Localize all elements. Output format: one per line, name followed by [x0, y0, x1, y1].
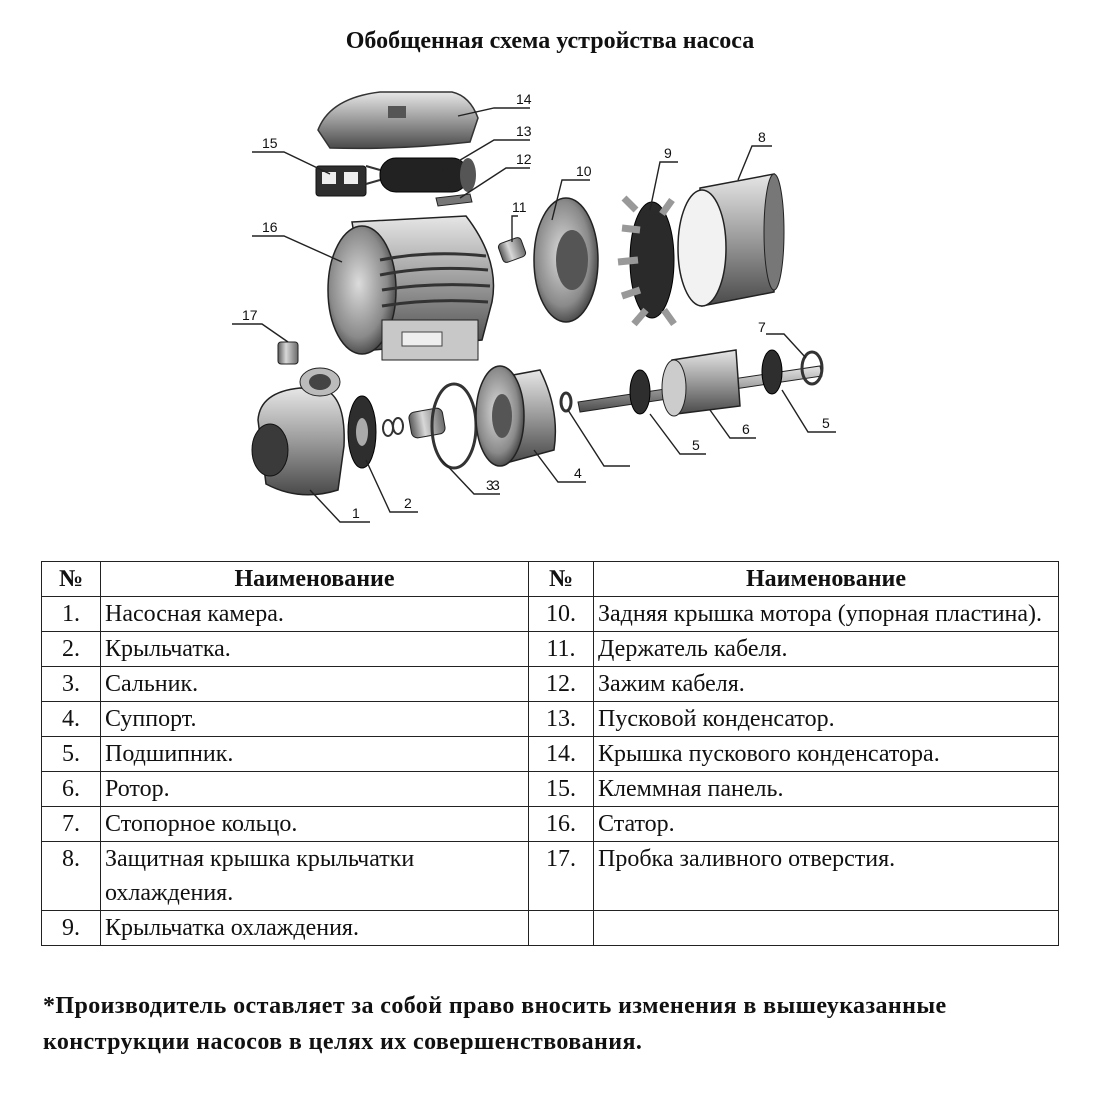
part-number-cell: 10.	[528, 596, 594, 632]
part-number-cell: 12.	[528, 666, 594, 702]
callout-number: 6	[742, 421, 750, 437]
parts-table: № Наименование № Наименование 1.Насосная…	[41, 561, 1059, 946]
table-row: 6.Ротор.15.Клеммная панель.	[41, 771, 1059, 807]
part-name-cell: Крышка пускового конденсатора.	[593, 736, 1059, 772]
part-name-cell: Стопорное кольцо.	[100, 806, 529, 842]
table-header-row: № Наименование № Наименование	[41, 561, 1059, 597]
callout-number: 5	[822, 415, 830, 431]
cable-clamp-part	[435, 193, 473, 207]
table-row: 7.Стопорное кольцо.16.Статор.	[41, 806, 1059, 842]
part-name-cell: Крыльчатка охлаждения.	[100, 910, 529, 946]
table-row: 3.Сальник.12.Зажим кабеля.	[41, 666, 1059, 702]
part-number-cell: 8.	[41, 841, 101, 911]
fan-cover-part	[677, 173, 785, 307]
part-number-cell: 13.	[528, 701, 594, 737]
part-number-cell: 16.	[528, 806, 594, 842]
part-number-cell: 14.	[528, 736, 594, 772]
table-row: 2.Крыльчатка.11.Держатель кабеля.	[41, 631, 1059, 667]
part-name-cell: Подшипник.	[100, 736, 529, 772]
cable-holder-part	[497, 237, 527, 263]
callout-number: 3	[492, 477, 500, 493]
part-name-cell: Защитная крышка крыльчатки охлаждения.	[100, 841, 529, 911]
callout-number: 4	[574, 465, 582, 481]
column-header-name: Наименование	[100, 561, 529, 597]
callout-number: 3	[486, 477, 494, 493]
part-number-cell: 15.	[528, 771, 594, 807]
part-name-cell: Ротор.	[100, 771, 529, 807]
part-number-cell: 7.	[41, 806, 101, 842]
part-name-cell: Крыльчатка.	[100, 631, 529, 667]
part-name-cell: Насосная камера.	[100, 596, 529, 632]
table-row: 9.Крыльчатка охлаждения.	[41, 910, 1059, 946]
part-number-cell: 2.	[41, 631, 101, 667]
column-header-number: №	[41, 561, 101, 597]
part-name-cell: Пробка заливного отверстия.	[593, 841, 1059, 911]
callout-number: 5	[692, 437, 700, 453]
stator-part	[327, 215, 495, 361]
part-name-cell: Держатель кабеля.	[593, 631, 1059, 667]
cooling-fan-part	[617, 195, 677, 327]
impeller-part	[347, 395, 377, 469]
seal-part-2	[559, 391, 573, 413]
rotor-shaft-part	[577, 349, 824, 417]
part-name-cell	[593, 910, 1059, 946]
support-part	[475, 365, 557, 467]
part-number-cell: 5.	[41, 736, 101, 772]
pump-chamber-part	[251, 367, 345, 496]
callout-number: 14	[516, 91, 532, 107]
part-name-cell: Статор.	[593, 806, 1059, 842]
part-number-cell: 17.	[528, 841, 594, 911]
callout-number: 8	[758, 129, 766, 145]
callout-number: 7	[758, 319, 766, 335]
callout-number: 9	[664, 145, 672, 161]
part-name-cell: Клеммная панель.	[593, 771, 1059, 807]
part-number-cell: 9.	[41, 910, 101, 946]
column-header-number: №	[528, 561, 594, 597]
table-row: 5.Подшипник.14.Крышка пускового конденса…	[41, 736, 1059, 772]
part-name-cell: Сальник.	[100, 666, 529, 702]
part-name-cell: Задняя крышка мотора (упорная пластина).	[593, 596, 1059, 632]
page-title: Обобщенная схема устройства насоса	[345, 28, 755, 54]
part-number-cell: 1.	[41, 596, 101, 632]
callout-number: 2	[404, 495, 412, 511]
callout-number: 1	[352, 505, 360, 521]
callout-number: 10	[576, 163, 592, 179]
table-row: 8.Защитная крышка крыльчатки охлаждения.…	[41, 841, 1059, 911]
callout-number: 11	[512, 199, 527, 215]
callout-number: 17	[242, 307, 258, 323]
manufacturer-disclaimer: *Производитель оставляет за собой право …	[43, 993, 947, 1055]
seal-part	[382, 407, 446, 439]
part-name-cell: Пусковой конденсатор.	[593, 701, 1059, 737]
part-name-cell: Зажим кабеля.	[593, 666, 1059, 702]
part-number-cell	[528, 910, 594, 946]
part-number-cell: 6.	[41, 771, 101, 807]
table-row: 4.Суппорт.13.Пусковой конденсатор.	[41, 701, 1059, 737]
part-number-cell: 3.	[41, 666, 101, 702]
part-name-cell: Суппорт.	[100, 701, 529, 737]
part-number-cell: 11.	[528, 631, 594, 667]
capacitor-part	[365, 157, 476, 193]
motor-back-cover-part	[533, 197, 599, 323]
callout-number: 16	[262, 219, 278, 235]
table-row: 1.Насосная камера.10.Задняя крышка мотор…	[41, 596, 1059, 632]
column-header-name: Наименование	[593, 561, 1059, 597]
callout-number: 13	[516, 123, 532, 139]
part-number-cell: 4.	[41, 701, 101, 737]
callout-number: 12	[516, 151, 532, 167]
filler-plug-part	[277, 341, 299, 365]
callout-number: 15	[262, 135, 278, 151]
capacitor-cover-part	[317, 91, 479, 150]
